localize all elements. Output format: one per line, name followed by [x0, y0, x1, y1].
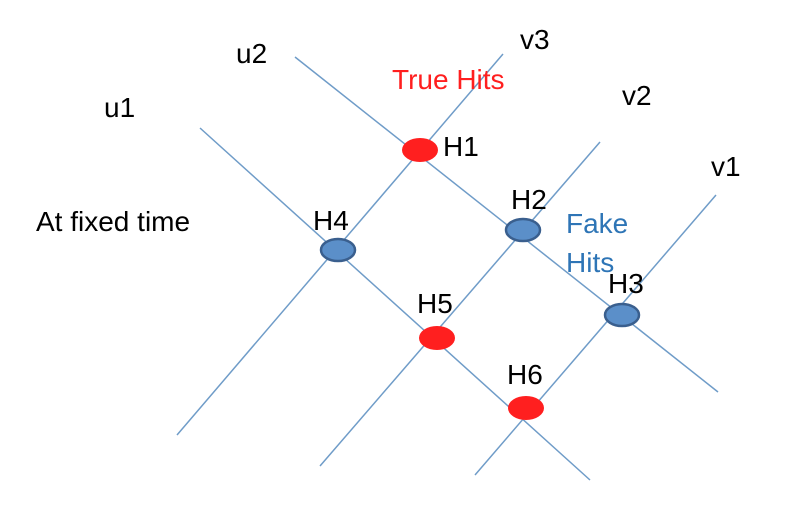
fake-hits-label-line1: Fake — [566, 208, 628, 239]
label-h4: H4 — [313, 205, 349, 236]
wire-v1 — [474, 194, 717, 476]
label-h1: H1 — [443, 131, 479, 162]
label-h5: H5 — [417, 288, 453, 319]
label-h6: H6 — [507, 359, 543, 390]
true-hits-label: True Hits — [392, 64, 505, 95]
true-hit-h5 — [419, 326, 455, 350]
true-hit-h1 — [402, 138, 438, 162]
fixed-time-caption: At fixed time — [36, 206, 190, 237]
true-hit-h6 — [508, 396, 544, 420]
label-v2: v2 — [622, 80, 652, 111]
fake-hit-h3 — [603, 302, 641, 328]
label-u2: u2 — [236, 38, 267, 69]
fake-hit-h4 — [319, 237, 357, 263]
fake-hits-label-line2: Hits — [566, 247, 614, 278]
label-v3: v3 — [520, 24, 550, 55]
wire-u2 — [294, 56, 719, 393]
fake-hit-h2 — [504, 217, 542, 243]
label-u1: u1 — [104, 92, 135, 123]
label-h2: H2 — [511, 184, 547, 215]
wire-u1 — [199, 127, 591, 481]
label-h3: H3 — [608, 268, 644, 299]
wire-v2 — [319, 141, 601, 467]
label-v1: v1 — [711, 151, 741, 182]
